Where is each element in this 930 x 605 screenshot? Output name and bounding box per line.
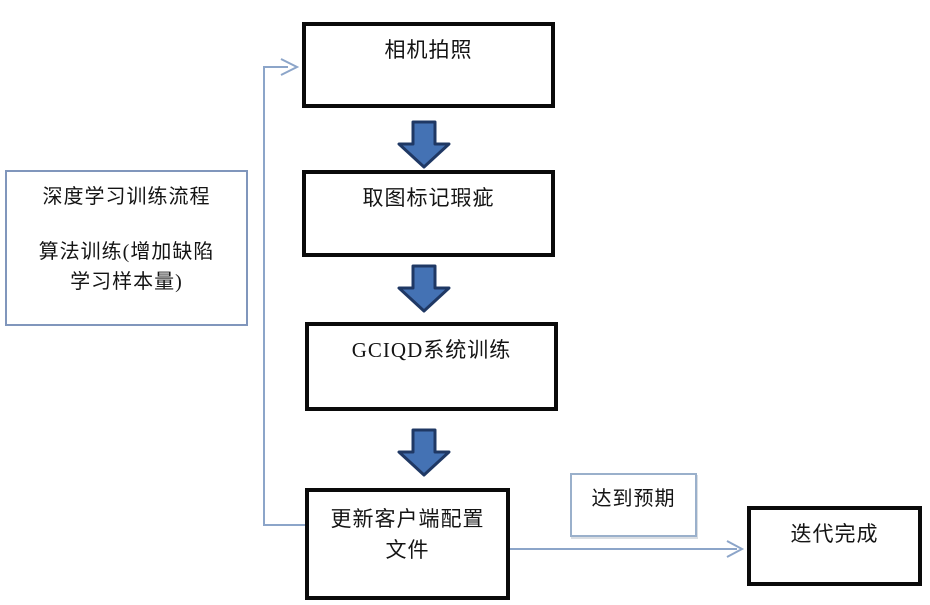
down-arrow-icon [397,428,451,477]
result-arrowhead-icon [726,540,745,558]
down-block-arrow-3[interactable] [396,428,452,478]
note-deep-learning-process[interactable]: 深度学习训练流程 算法训练(增加缺陷 学习样本量) [5,170,248,326]
note-line-algorithm: 算法训练(增加缺陷 [38,241,215,263]
node-gciqd-training[interactable]: GCIQD系统训练 [305,322,558,411]
edge-label-text: 达到预期 [591,488,676,510]
down-block-arrow-2[interactable] [396,264,452,314]
feedback-connector-line [263,66,305,526]
feedback-arrowhead-icon [280,58,300,76]
down-block-arrow-1[interactable] [396,120,452,170]
node-camera-capture[interactable]: 相机拍照 [302,22,555,108]
node-update-line2: 文件 [385,538,430,562]
node-update-line1: 更新客户端配置 [330,507,485,531]
node-mark-defects[interactable]: 取图标记瑕疵 [302,170,555,257]
edge-label-expectation[interactable]: 达到预期 [570,473,697,537]
note-line-sample: 学习样本量) [70,271,183,293]
down-arrow-icon [397,120,451,169]
down-arrow-icon [397,264,451,313]
note-line-title: 深度学习训练流程 [42,186,211,208]
node-train-label: GCIQD系统训练 [351,338,512,362]
node-mark-label: 取图标记瑕疵 [362,186,495,210]
node-done-label: 迭代完成 [790,522,879,546]
node-iteration-complete[interactable]: 迭代完成 [747,506,922,586]
node-camera-label: 相机拍照 [384,38,473,62]
node-update-client-config[interactable]: 更新客户端配置 文件 [305,488,510,600]
node-update-label: 更新客户端配置 文件 [331,504,485,566]
